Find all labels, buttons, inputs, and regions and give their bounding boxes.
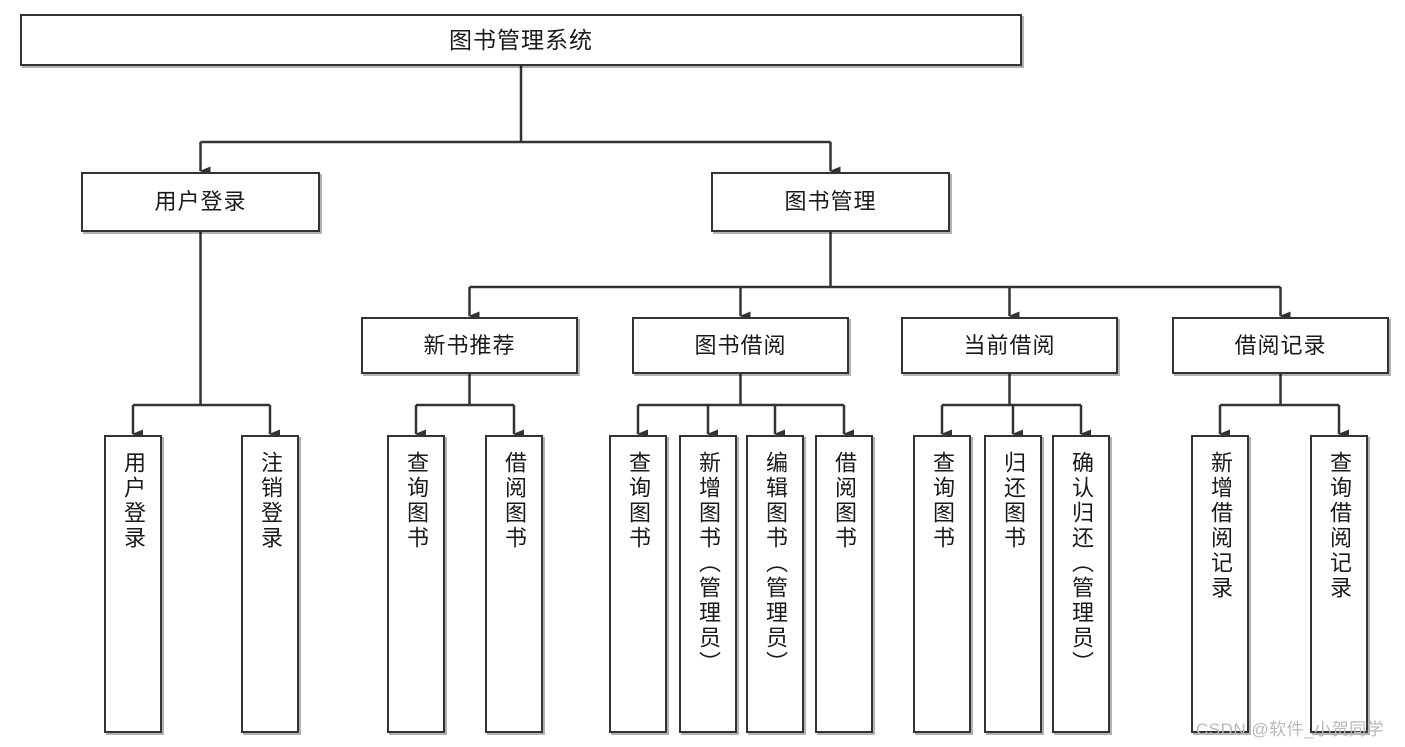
node-root[interactable]: 图书管理系统	[20, 14, 1022, 66]
node-label: 图书管理	[784, 189, 877, 215]
node-label: 注销登录	[257, 451, 283, 551]
watermark-text: CSDN @软件_小贺同学	[1196, 720, 1385, 739]
node-leaf-edit-book[interactable]: 编辑图书（管理员）	[746, 435, 804, 733]
node-label: 归还图书	[1000, 451, 1026, 551]
node-label: 当前借阅	[963, 332, 1056, 358]
node-label: 查询图书	[625, 451, 651, 551]
node-l2-book-borrow[interactable]: 图书借阅	[632, 317, 849, 374]
node-leaf-add-book[interactable]: 新增图书（管理员）	[679, 435, 737, 733]
node-label: 新增借阅记录	[1207, 451, 1233, 601]
node-label: 借阅图书	[501, 451, 527, 551]
node-leaf-add-record[interactable]: 新增借阅记录	[1191, 435, 1249, 733]
node-leaf-query-book-3[interactable]: 查询图书	[913, 435, 971, 733]
node-l2-new-book-rec[interactable]: 新书推荐	[361, 317, 578, 374]
node-l1-user-login[interactable]: 用户登录	[81, 172, 320, 232]
node-label: 查询借阅记录	[1326, 451, 1352, 601]
node-l1-book-mgmt[interactable]: 图书管理	[711, 172, 950, 232]
node-leaf-confirm-return[interactable]: 确认归还（管理员）	[1052, 435, 1110, 733]
node-label: 确认归还（管理员）	[1068, 451, 1094, 676]
node-label: 借阅记录	[1234, 332, 1327, 358]
node-leaf-borrow-book-2[interactable]: 借阅图书	[815, 435, 873, 733]
node-label: 新增图书（管理员）	[695, 451, 721, 676]
node-label: 新书推荐	[423, 332, 516, 358]
node-leaf-query-record[interactable]: 查询借阅记录	[1310, 435, 1368, 733]
node-label: 查询图书	[403, 451, 429, 551]
node-label: 查询图书	[929, 451, 955, 551]
node-label: 借阅图书	[831, 451, 857, 551]
node-l2-current-borrow[interactable]: 当前借阅	[901, 317, 1118, 374]
node-leaf-query-book-1[interactable]: 查询图书	[387, 435, 445, 733]
node-leaf-logout[interactable]: 注销登录	[241, 435, 299, 733]
node-leaf-user-login[interactable]: 用户登录	[104, 435, 162, 733]
node-label: 用户登录	[120, 451, 146, 551]
node-leaf-return-book[interactable]: 归还图书	[984, 435, 1042, 733]
node-leaf-borrow-book-1[interactable]: 借阅图书	[485, 435, 543, 733]
node-label: 编辑图书（管理员）	[762, 451, 788, 676]
node-label: 用户登录	[154, 189, 247, 215]
node-leaf-query-book-2[interactable]: 查询图书	[609, 435, 667, 733]
node-label: 图书管理系统	[449, 26, 593, 53]
node-label: 图书借阅	[694, 332, 787, 358]
node-l2-borrow-record[interactable]: 借阅记录	[1172, 317, 1389, 374]
